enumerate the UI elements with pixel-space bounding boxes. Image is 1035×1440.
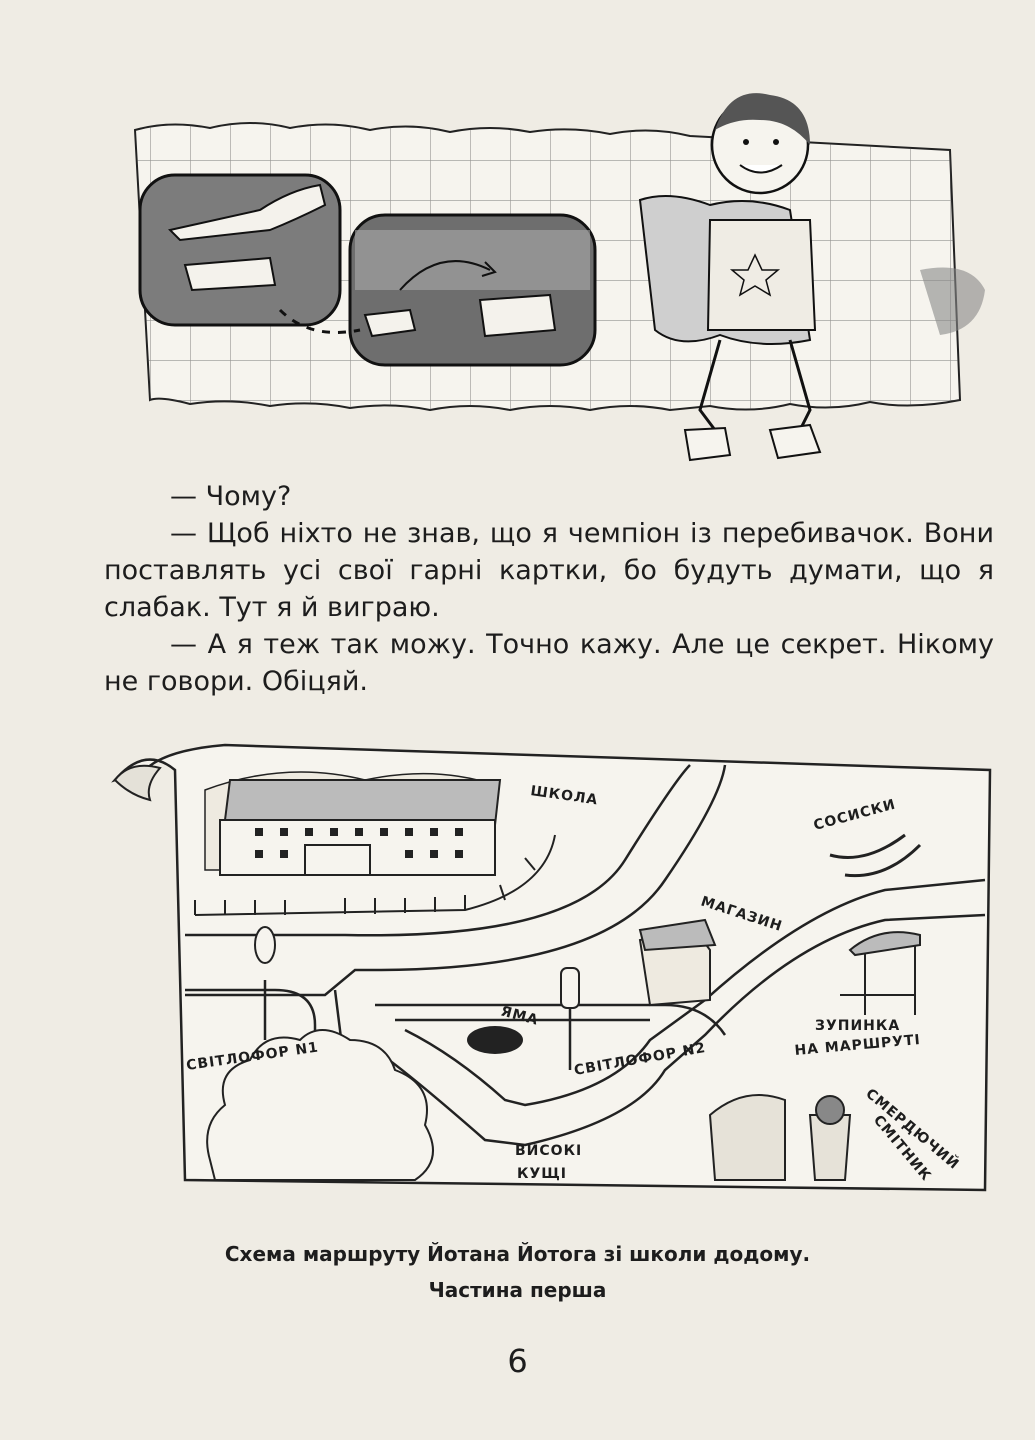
roads bbox=[185, 764, 986, 1147]
trash-bins bbox=[708, 1094, 852, 1181]
traffic-light-1 bbox=[254, 926, 276, 1040]
shop-building bbox=[638, 918, 717, 1007]
tall-bushes bbox=[206, 1029, 434, 1181]
dialogue-line-3: — А я теж так можу. Точно кажу. Але це с… bbox=[104, 629, 994, 697]
dialogue-line-2: — Щоб ніхто не знав, що я чемпіон із пер… bbox=[104, 518, 994, 623]
map-caption: Схема маршруту Йотана Йотога зі школи до… bbox=[0, 1236, 1035, 1308]
school-building bbox=[194, 771, 556, 916]
traffic-light-2 bbox=[560, 967, 580, 1070]
label-bushes-2: КУЩІ bbox=[517, 1166, 567, 1182]
label-bus-stop-1: ЗУПИНКА bbox=[815, 1018, 900, 1034]
sausages-drawing bbox=[829, 833, 922, 878]
bus-stop-shelter bbox=[840, 931, 921, 1015]
route-map: ШКОЛА СОСИСКИ МАГАЗИН ЯМА СВІТЛОФОР N1 С… bbox=[111, 743, 992, 1192]
panel-card-flip bbox=[348, 213, 597, 367]
caption-line-1: Схема маршруту Йотана Йотога зі школи до… bbox=[224, 1242, 811, 1266]
panel-hand-on-card bbox=[138, 173, 342, 327]
label-bushes-1: ВИСОКІ bbox=[515, 1143, 582, 1159]
dialogue-text: — Чому? — Щоб ніхто не знав, що я чемпіо… bbox=[104, 478, 994, 700]
dialogue-line-1: — Чому? bbox=[170, 481, 292, 512]
page-number: 6 bbox=[507, 1342, 528, 1380]
caption-line-2: Частина перша bbox=[428, 1278, 607, 1302]
pit-hole bbox=[467, 1026, 523, 1054]
boy-figure bbox=[638, 93, 822, 462]
top-illustration bbox=[133, 93, 985, 462]
smudge-right bbox=[920, 267, 985, 335]
